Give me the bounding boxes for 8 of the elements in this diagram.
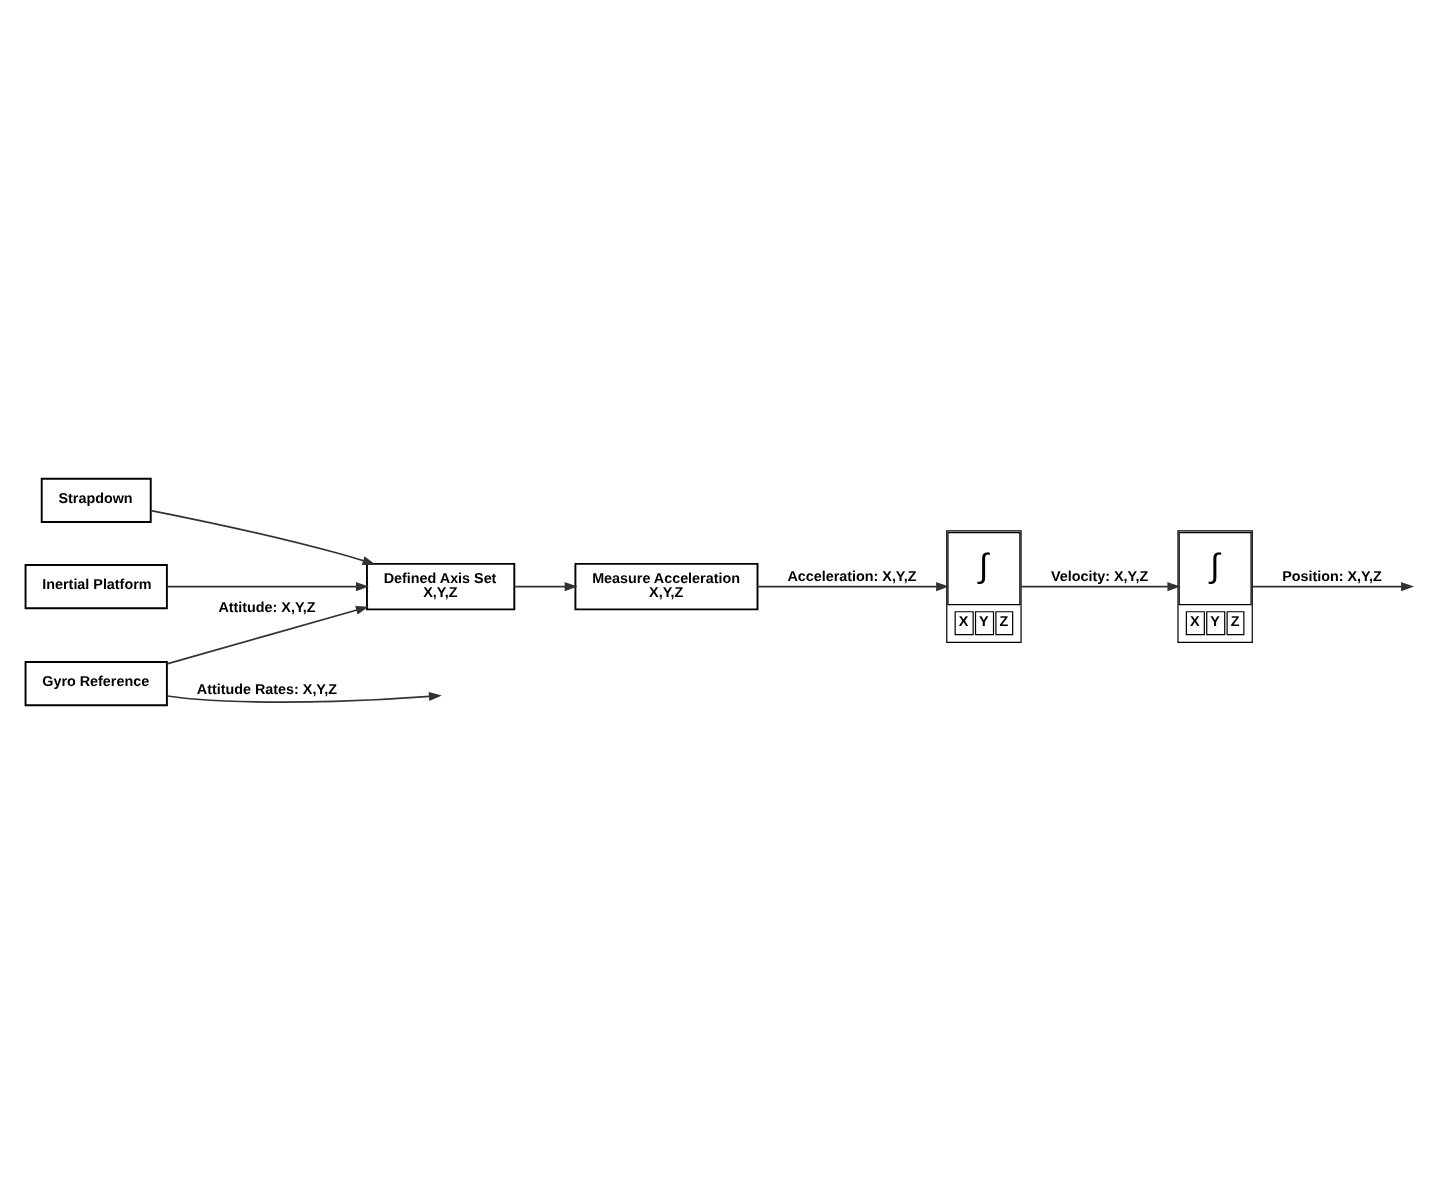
arrow xyxy=(166,582,369,592)
arrow xyxy=(166,605,369,665)
arrow xyxy=(513,582,578,592)
arrow xyxy=(166,691,442,703)
arrow xyxy=(150,509,376,565)
arrow xyxy=(1251,582,1415,592)
arrow xyxy=(1020,582,1181,592)
arrow xyxy=(756,582,950,592)
